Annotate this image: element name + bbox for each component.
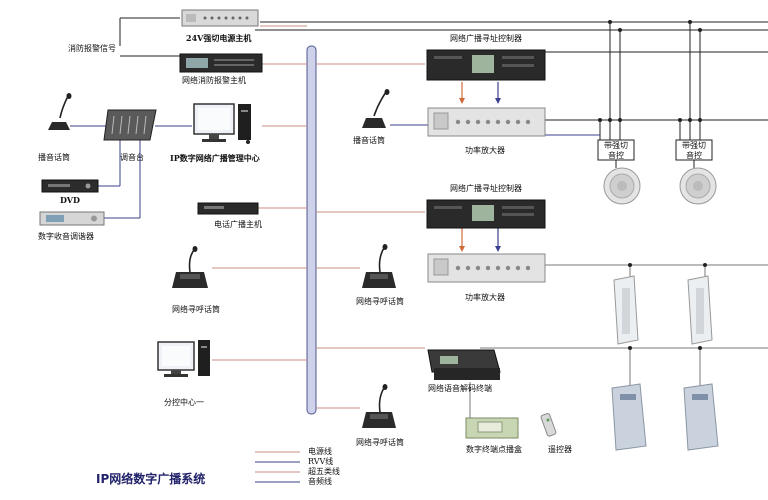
label-paging-mid2: 网络寻呼话筒 [356, 438, 404, 447]
label-fire-alarm-host: 网络消防报警主机 [182, 76, 246, 85]
paging-mid2-device [362, 384, 396, 428]
label-forced-2-line1: 带强切 [682, 141, 706, 150]
amplifier-2-device [427, 253, 546, 283]
label-controller-2: 网络广播寻址控制器 [450, 184, 522, 193]
label-dvd: DVD [60, 195, 80, 205]
fire-alarm-host-device [179, 53, 263, 73]
label-forced-1-line1: 带强切 [604, 141, 628, 150]
terminal-box-device [465, 417, 519, 439]
column-speaker-1 [613, 275, 639, 345]
legend-cat5: 超五类线 [308, 467, 340, 476]
top-bus-lines [119, 17, 768, 140]
label-amp-2: 功率放大器 [465, 293, 505, 302]
box-speaker-2 [683, 383, 719, 451]
junction-dots [246, 20, 707, 350]
diagram-title: IP网络数字广播系统 [96, 472, 206, 486]
power-lines [212, 25, 425, 473]
label-fire-signal: 消防报警信号 [68, 44, 116, 53]
label-forced-1: 带强切 音控 [601, 141, 631, 161]
mixer-device [103, 109, 157, 141]
label-remote: 遥控器 [548, 445, 572, 454]
label-decoder: 网络语音解码终端 [428, 384, 492, 393]
decoder-device [427, 349, 501, 380]
phone-host-device [197, 202, 259, 215]
dvd-device [41, 179, 99, 193]
paging-left-device [172, 246, 208, 288]
column-speaker-2 [687, 275, 713, 345]
label-mixer: 调音台 [120, 153, 144, 162]
paging-mid1-device [362, 244, 396, 288]
legend-audio: 音频线 [308, 477, 332, 486]
remote-device [540, 413, 557, 437]
arrows [459, 82, 501, 252]
label-power-switch: 24V强切电源主机 [186, 33, 252, 43]
label-paging-left: 网络寻呼话筒 [172, 305, 220, 314]
label-sub-center: 分控中心一 [164, 398, 204, 407]
sub-center-pc-device [157, 340, 210, 377]
label-forced-1-line2: 音控 [608, 151, 624, 160]
audio-lines [70, 124, 600, 483]
legend-rvv: RVV线 [308, 457, 334, 466]
ceiling-speaker-2 [679, 167, 717, 205]
rvv-lines [469, 264, 768, 420]
label-phone-host: 电话广播主机 [214, 220, 262, 229]
ceiling-speaker-1 [603, 167, 641, 205]
label-amp-1: 功率放大器 [465, 146, 505, 155]
label-mic-left: 播音话筒 [38, 153, 70, 162]
tuner-device [39, 211, 105, 226]
amplifier-1-device [427, 107, 546, 137]
label-mic-mid: 播音话筒 [353, 136, 385, 145]
mic-left-device [48, 93, 72, 130]
controller-2-device [426, 199, 546, 229]
label-paging-mid1: 网络寻呼话筒 [356, 297, 404, 306]
network-backbone [306, 45, 317, 415]
legend-power: 电源线 [308, 447, 332, 456]
controller-1-device [426, 49, 546, 81]
center-pc-device [193, 103, 251, 142]
label-forced-2: 带强切 音控 [679, 141, 709, 161]
label-controller-1: 网络广播寻址控制器 [450, 34, 522, 43]
box-speaker-1 [611, 383, 647, 451]
label-center: IP数字网络广播管理中心 [170, 153, 260, 163]
label-forced-2-line2: 音控 [686, 151, 702, 160]
mic-mid-device [362, 89, 390, 128]
label-terminal-box: 数字终端点播盒 [466, 445, 522, 454]
power-switch-device [181, 9, 259, 27]
label-tuner: 数字收音调谐器 [38, 232, 94, 241]
